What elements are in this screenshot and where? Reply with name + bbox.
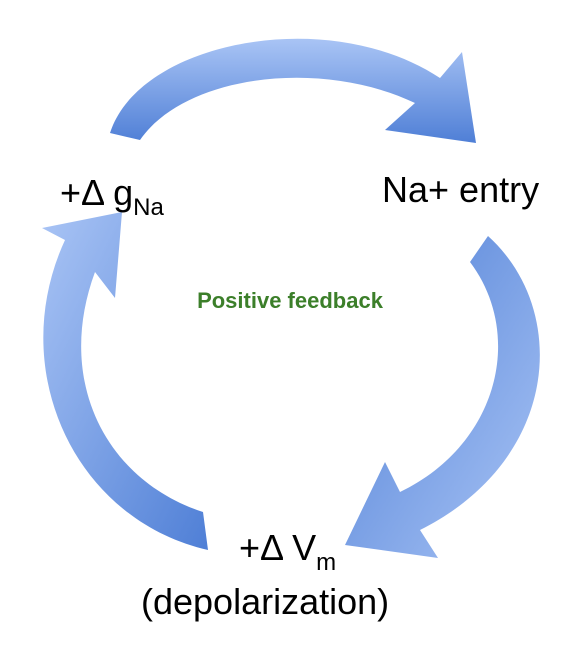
arrow-vm-to-gna	[42, 212, 208, 550]
arrow-gna-to-na-entry	[110, 38, 476, 143]
node-gna: +Δ gNa	[60, 172, 164, 221]
node-gna-prefix: +Δ g	[60, 172, 133, 213]
node-vm-description: (depolarization)	[141, 581, 389, 622]
node-gna-subscript: Na	[133, 194, 164, 221]
node-vm-subscript: m	[316, 549, 336, 576]
node-na-entry: Na+ entry	[382, 169, 539, 210]
arrow-na-entry-to-vm	[345, 236, 540, 558]
node-vm: +Δ Vm	[239, 527, 336, 576]
node-vm-prefix: +Δ V	[239, 527, 316, 568]
center-label: Positive feedback	[197, 288, 384, 313]
